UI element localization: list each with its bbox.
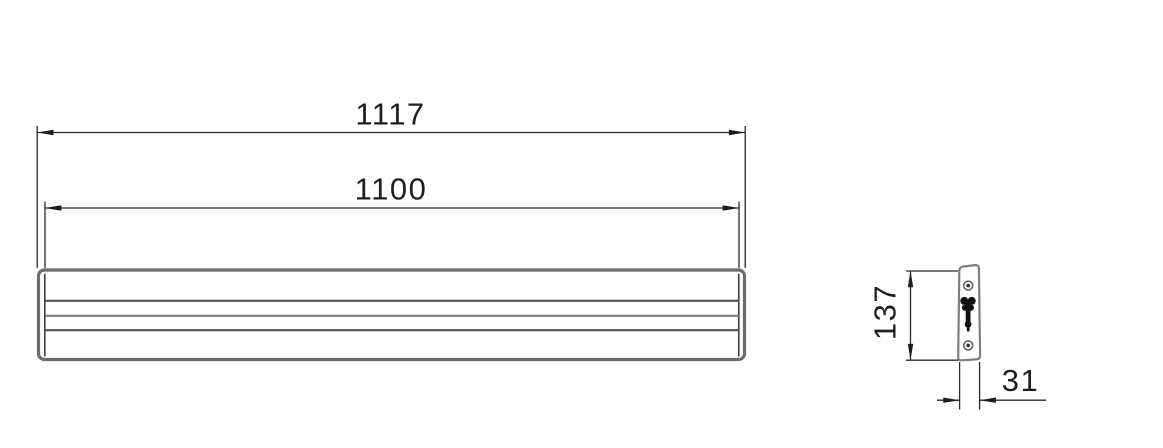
screw-hole-bottom-center [966, 343, 970, 348]
dim-31-label: 31 [1002, 363, 1039, 398]
dim-137-arrow-top [907, 271, 914, 288]
dim-1117-label: 1117 [355, 97, 425, 132]
front-view [36, 268, 747, 362]
dim-plate-height: 137 [868, 270, 959, 361]
dim-1100-arrow-right [722, 205, 739, 211]
dim-31-arrow-left [943, 397, 960, 403]
dim-31-arrow-right [979, 397, 996, 403]
dim-1100-label: 1100 [355, 172, 428, 207]
dim-plate-depth: 31 [937, 362, 1046, 410]
dim-137-arrow-bottom [907, 343, 914, 361]
dim-1100-arrow-left [45, 205, 62, 211]
screw-hole-top-center [966, 283, 970, 288]
dim-overall-length: 1117 [36, 97, 746, 268]
keyhole-slot [960, 296, 976, 332]
side-view [957, 263, 982, 362]
dim-1117-arrow-right [728, 129, 746, 136]
dim-1117-arrow-left [37, 129, 54, 136]
dim-slat-length: 1100 [44, 172, 740, 268]
dim-137-label: 137 [868, 284, 903, 340]
